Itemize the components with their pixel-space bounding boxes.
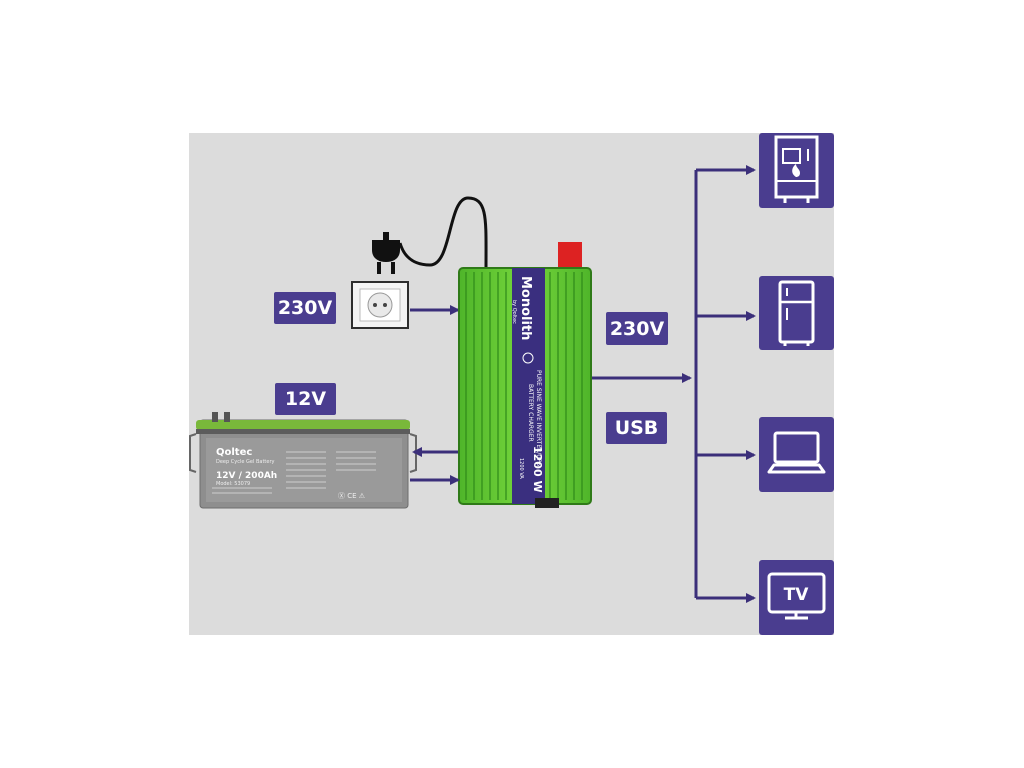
tv-icon: TV	[767, 572, 826, 620]
inverter-brand-sub: by Qoltec	[511, 300, 517, 324]
battery-brand: Qoltec	[216, 447, 252, 458]
inverter-power-sub: 1200 VA	[518, 458, 524, 479]
fridge-device	[759, 276, 834, 350]
grid-input-label: 230V	[274, 292, 336, 324]
battery-model: Model: 53079	[216, 481, 250, 487]
tv-label: TV	[784, 585, 810, 605]
laptop-icon	[767, 431, 826, 474]
ac-output-label: 230V	[606, 312, 668, 345]
laptop-device	[759, 417, 834, 492]
wall-socket-icon	[351, 281, 409, 329]
inverter-power: 1200 W	[531, 446, 544, 493]
inverter-line2: BATTERY CHARGER	[527, 384, 534, 442]
boiler-icon	[774, 135, 819, 203]
battery-unit: Ⓧ CE ⚠	[189, 412, 417, 509]
boiler-device	[759, 133, 834, 208]
inverter-wave-icon	[522, 352, 534, 364]
inverter-line1: PURE SINE WAVE INVERTER/UPS	[535, 370, 542, 466]
tv-device: TV	[759, 560, 834, 635]
inverter-terminal	[558, 242, 582, 268]
battery-voltage-label: 12V	[275, 383, 336, 415]
inverter-unit	[458, 242, 592, 508]
fridge-icon	[778, 280, 815, 346]
power-plug-icon	[372, 196, 488, 274]
inverter-brand: Monolith	[518, 276, 533, 340]
battery-type: Deep Cycle Gel Battery	[216, 459, 274, 465]
usb-output-label: USB	[606, 412, 667, 444]
svg-text:Ⓧ CE ⚠: Ⓧ CE ⚠	[338, 492, 366, 500]
battery-spec: 12V / 200Ah	[216, 471, 277, 481]
